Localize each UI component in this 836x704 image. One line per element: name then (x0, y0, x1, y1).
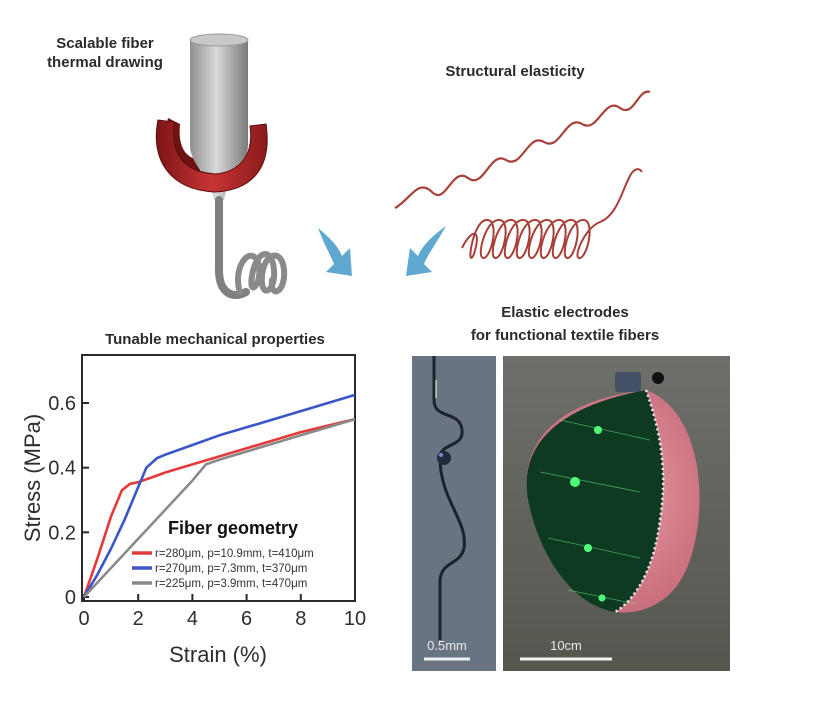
series-line-3 (83, 417, 356, 598)
y-axis-label: Stress (MPa) (20, 414, 45, 542)
arrow-left (318, 228, 352, 276)
connector (615, 372, 641, 392)
y-tick-label: 0 (65, 587, 76, 609)
preform-top (189, 33, 249, 47)
thermal-drawing-illustration (155, 33, 288, 299)
label-thermal-drawing: Scalable fiber thermal drawing (47, 35, 163, 71)
series-group (82, 393, 356, 598)
y-ticks: 0 0.2 0.4 0.6 (48, 393, 89, 609)
textile-cover (526, 390, 664, 612)
photo-balloon: 10cm (503, 356, 730, 671)
scale-label-left: 0.5mm (427, 638, 467, 653)
x-tick-label: 8 (295, 608, 306, 630)
legend-entry-2: r=270μm, p=7.3mm, t=370μm (155, 563, 307, 575)
x-tick-label: 4 (187, 608, 198, 630)
y-tick-label: 0.2 (48, 522, 76, 544)
coiled-fiber (235, 251, 288, 295)
stress-strain-chart: 0 2 4 6 8 10 0 0.2 0.4 0.6 Fiber geometry r=280μm… (20, 354, 366, 667)
series-line-2 (82, 393, 356, 598)
label-electrodes-line1: Elastic electrodes (501, 304, 629, 321)
label-tunable-properties: Tunable mechanical properties (105, 331, 325, 348)
series-line-1 (82, 417, 356, 598)
x-ticks: 0 2 4 6 8 10 (78, 594, 366, 630)
coiled-spring (461, 168, 643, 260)
x-axis-label: Strain (%) (169, 642, 267, 667)
preform-body (190, 40, 248, 145)
heater-ring (155, 119, 268, 193)
x-tick-label: 10 (344, 608, 366, 630)
wavy-fiber (394, 90, 651, 209)
legend: Fiber geometry r=280μm, p=10.9mm, t=410μm… (132, 518, 314, 590)
connector-knob (652, 372, 664, 384)
fiber-droplet (437, 451, 451, 465)
label-structural-elasticity: Structural elasticity (445, 63, 585, 80)
photo-left-bg (412, 356, 496, 671)
y-tick-label: 0.4 (48, 458, 76, 480)
plot-frame (81, 354, 356, 602)
preform-neck (190, 145, 248, 200)
legend-title: Fiber geometry (168, 518, 298, 538)
photo-serpentine-fiber: 0.5mm (412, 356, 496, 671)
x-tick-label: 6 (241, 608, 252, 630)
legend-entry-3: r=225μm, p=3.9mm, t=470μm (155, 578, 307, 590)
legend-entry-1: r=280μm, p=10.9mm, t=410μm (155, 548, 314, 560)
drawn-fiber (215, 196, 250, 299)
x-tick-label: 2 (133, 608, 144, 630)
label-electrodes-line2: for functional textile fibers (470, 327, 660, 344)
x-tick-label: 0 (78, 608, 89, 630)
y-tick-label: 0.6 (48, 393, 76, 415)
scale-label-right: 10cm (550, 638, 582, 653)
arrow-right (406, 226, 446, 276)
